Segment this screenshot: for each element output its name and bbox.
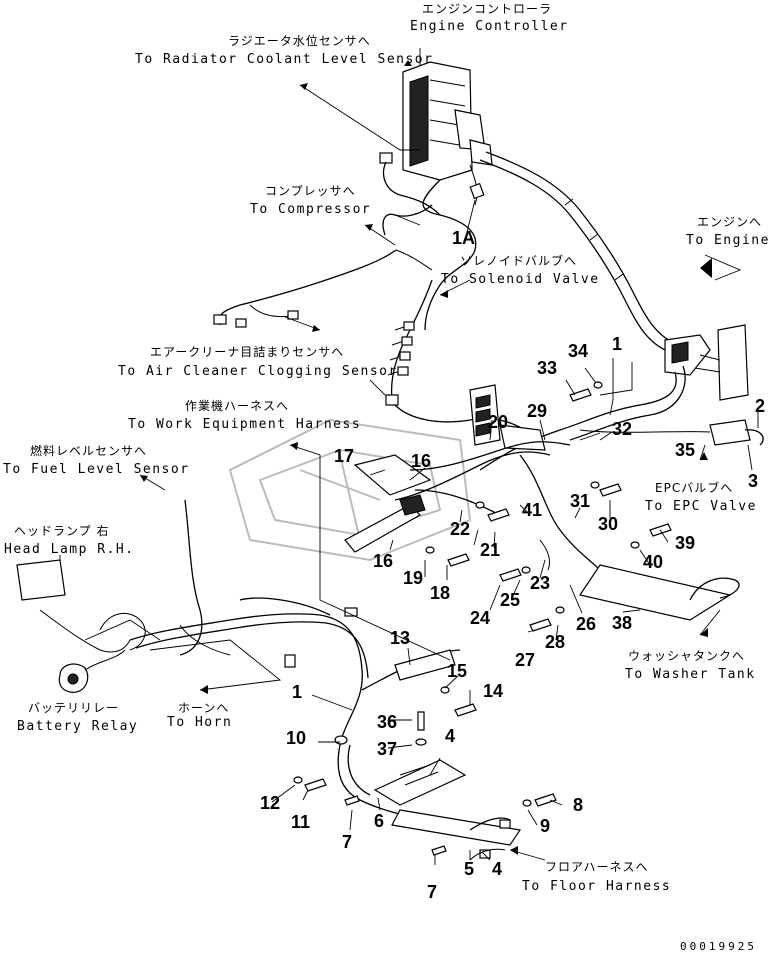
head-lamp-label-en: Head Lamp R.H. bbox=[4, 542, 135, 557]
part-number-7-upper: 7 bbox=[342, 832, 352, 852]
work-equipment-harness bbox=[344, 441, 571, 553]
part-number-8: 8 bbox=[573, 795, 583, 815]
solenoid-label-jp: ソレノイドバルブへ bbox=[460, 253, 577, 268]
battery-relay-label-en: Battery Relay bbox=[17, 719, 138, 734]
part-number-3: 3 bbox=[748, 471, 758, 491]
part-number-23: 23 bbox=[530, 573, 550, 593]
epc-valve bbox=[579, 419, 764, 446]
part-number-1A: 1A bbox=[452, 228, 475, 248]
washer-label-jp: ウォッシャタンクへ bbox=[628, 649, 745, 663]
part-number-20: 20 bbox=[488, 412, 508, 432]
part-number-10: 10 bbox=[286, 728, 306, 748]
part-number-28: 28 bbox=[545, 632, 565, 652]
part-number-16-upper: 16 bbox=[411, 451, 431, 471]
part-number-4-bottom: 4 bbox=[492, 859, 502, 879]
part-number-31: 31 bbox=[570, 491, 590, 511]
part-number-2: 2 bbox=[755, 396, 765, 416]
part-number-6: 6 bbox=[374, 811, 384, 831]
radiator-label-en: To Radiator Coolant Level Sensor bbox=[135, 52, 433, 67]
part-number-22: 22 bbox=[450, 519, 470, 539]
floor-label-en: To Floor Harness bbox=[522, 879, 671, 894]
part-number-16-lower: 16 bbox=[373, 551, 393, 571]
part-number-17: 17 bbox=[334, 446, 354, 466]
engine-label-jp: エンジンへ bbox=[697, 215, 762, 229]
part-number-30: 30 bbox=[598, 514, 618, 534]
engine-controller-illustration bbox=[402, 61, 493, 181]
watermark-logo bbox=[228, 418, 472, 562]
floor-label-jp: フロアハーネスへ bbox=[545, 860, 649, 874]
horn-label-en: To Horn bbox=[167, 715, 232, 730]
part-number-27: 27 bbox=[515, 650, 535, 670]
part-number-19: 19 bbox=[403, 568, 423, 588]
part-number-29: 29 bbox=[527, 401, 547, 421]
part-number-25: 25 bbox=[500, 590, 520, 610]
part-number-24: 24 bbox=[470, 608, 490, 628]
part-number-26: 26 bbox=[576, 614, 596, 634]
part-number-13: 13 bbox=[390, 628, 410, 648]
part-number-5: 5 bbox=[464, 859, 474, 879]
part-number-36: 36 bbox=[377, 712, 397, 732]
relay-block bbox=[469, 384, 546, 451]
part-number-32: 32 bbox=[612, 419, 632, 439]
part-number-41: 41 bbox=[522, 500, 542, 520]
washer-label-en: To Washer Tank bbox=[625, 667, 756, 682]
epc-label-jp: EPCバルブへ bbox=[655, 480, 733, 495]
work-equipment-label-en: To Work Equipment Harness bbox=[128, 417, 361, 432]
part-number-9: 9 bbox=[540, 816, 550, 836]
callout-arrows bbox=[59, 48, 742, 861]
air-cleaner-label-jp: エアークリーナ目詰まりセンサへ bbox=[150, 344, 344, 359]
air-cleaner-label-en: To Air Cleaner Clogging Sensor bbox=[118, 364, 398, 379]
drawing-code: 00019925 bbox=[680, 940, 757, 953]
controller-pigtail bbox=[379, 152, 485, 331]
solenoid-connector-cluster bbox=[385, 279, 541, 441]
part-number-35: 35 bbox=[675, 440, 695, 460]
engine-label-en: To Engine bbox=[686, 233, 770, 248]
part-number-37: 37 bbox=[377, 739, 397, 759]
part-number-11: 11 bbox=[291, 812, 310, 832]
part-number-38: 38 bbox=[612, 613, 632, 633]
part-number-18: 18 bbox=[430, 583, 450, 603]
callout-labels: エンジンコントローラ Engine Controller ラジエータ水位センサへ… bbox=[3, 2, 770, 953]
compressor-label-jp: コンプレッサへ bbox=[265, 184, 356, 198]
head-lamp-label-jp: ヘッドランプ 右 bbox=[14, 523, 109, 538]
solenoid-label-en: To Solenoid Valve bbox=[441, 272, 600, 287]
part-number-40: 40 bbox=[643, 552, 663, 572]
battery-relay-label-jp: バッテリリレー bbox=[28, 701, 119, 715]
leader-lines bbox=[271, 199, 759, 865]
part-number-4-top: 4 bbox=[445, 726, 455, 746]
fuel-level-label-en: To Fuel Level Sensor bbox=[3, 462, 190, 477]
compressor-harness bbox=[213, 204, 433, 328]
engine-controller-label-en: Engine Controller bbox=[410, 19, 569, 34]
washer-tank-harness bbox=[519, 454, 740, 621]
horn-label-jp: ホーンへ bbox=[178, 701, 229, 715]
arrowheads bbox=[140, 60, 708, 855]
part-number-1-top: 1 bbox=[612, 334, 622, 354]
part-number-21: 21 bbox=[480, 540, 500, 560]
main-harness-upper bbox=[479, 151, 749, 471]
floor-mount-plate bbox=[373, 759, 522, 861]
radiator-label-jp: ラジエータ水位センサへ bbox=[228, 33, 371, 48]
part-number-39: 39 bbox=[675, 533, 695, 553]
part-number-33: 33 bbox=[537, 358, 557, 378]
compressor-label-en: To Compressor bbox=[250, 202, 371, 217]
part-number-12: 12 bbox=[260, 793, 280, 813]
work-equipment-label-jp: 作業機ハーネスへ bbox=[185, 398, 289, 413]
part-numbers: 1A 1 1 2 3 4 4 5 6 7 7 8 9 10 11 12 13 1… bbox=[260, 228, 765, 902]
part-number-14: 14 bbox=[483, 681, 503, 701]
part-number-1-left: 1 bbox=[292, 682, 302, 702]
part-number-7-lower: 7 bbox=[427, 882, 437, 902]
fuel-level-label-jp: 燃料レベルセンサへ bbox=[30, 443, 147, 458]
part-number-15: 15 bbox=[447, 661, 467, 681]
part-number-34: 34 bbox=[568, 341, 588, 361]
epc-label-en: To EPC Valve bbox=[645, 499, 757, 514]
engine-controller-label-jp: エンジンコントローラ bbox=[422, 2, 552, 16]
